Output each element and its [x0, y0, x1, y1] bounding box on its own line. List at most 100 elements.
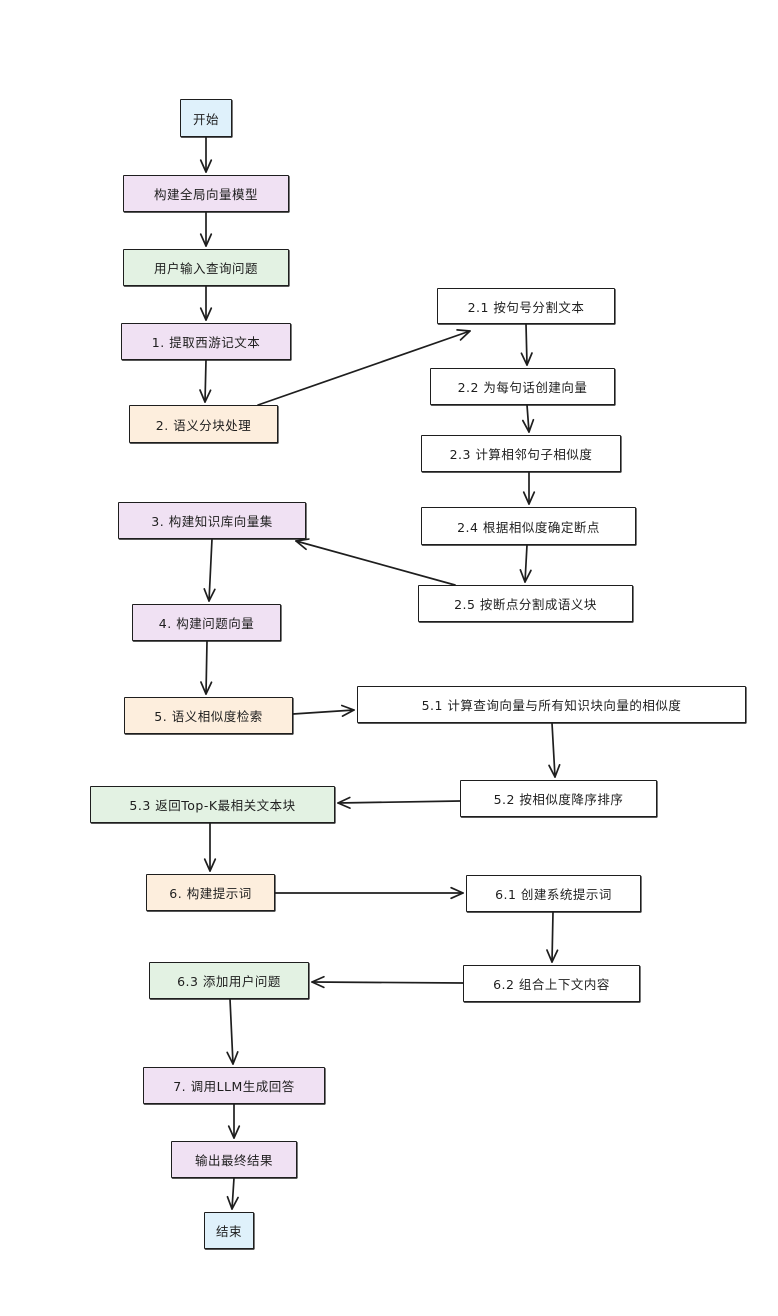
arrowhead-icon: [203, 858, 217, 872]
edge-s1-to-s2: [199, 359, 212, 403]
edge-line: [229, 998, 234, 1065]
arrowhead-icon: [519, 569, 532, 583]
edge-s2_5-to-s3: [295, 538, 456, 586]
arrowhead-icon: [199, 159, 213, 173]
node-compute-adjacent-similarity[interactable]: 2.3 计算相邻句子相似度: [421, 435, 621, 472]
arrowhead-icon: [199, 233, 213, 247]
arrowhead-icon: [450, 886, 464, 900]
node-label: 结束: [215, 1224, 242, 1239]
node-label: 6.1 创建系统提示词: [495, 887, 612, 902]
node-split-by-period[interactable]: 2.1 按句号分割文本: [437, 288, 615, 324]
edge-s5_2-to-s5_3: [337, 796, 461, 809]
node-call-llm[interactable]: 7. 调用LLM生成回答: [143, 1067, 325, 1104]
edge-s6_1-to-s6_2: [546, 911, 559, 963]
arrowhead-icon: [199, 307, 213, 321]
node-label: 5.2 按相似度降序排序: [493, 792, 624, 807]
node-extract-text[interactable]: 1. 提取西游记文本: [121, 323, 291, 360]
node-label: 4. 构建问题向量: [158, 616, 255, 631]
edge-line: [525, 323, 528, 366]
edge-line: [257, 330, 471, 406]
edge-output-to-end: [226, 1177, 239, 1210]
arrowhead-icon: [522, 491, 536, 505]
arrowhead-icon: [227, 1125, 241, 1139]
edge-s5_3-to-s6: [203, 822, 217, 872]
node-add-user-question[interactable]: 6.3 添加用户问题: [149, 962, 309, 999]
node-label: 2.4 根据相似度确定断点: [457, 519, 600, 535]
arrowhead-icon: [200, 681, 213, 695]
node-create-sentence-vectors[interactable]: 2.2 为每句话创建向量: [430, 368, 615, 405]
edge-s5-to-s5_1: [292, 704, 355, 717]
edge-s2_4-to-s2_5: [519, 544, 532, 583]
arrowhead-icon: [311, 975, 325, 989]
node-label: 5.3 返回Top-K最相关文本块: [129, 798, 296, 813]
node-label: 开始: [192, 111, 219, 127]
edge-s7-to-output: [227, 1103, 241, 1139]
arrowhead-icon: [546, 949, 559, 963]
arrowhead-icon: [295, 538, 310, 551]
node-compute-query-similarity[interactable]: 5.1 计算查询向量与所有知识块向量的相似度: [357, 686, 746, 723]
edge-global_model-to-user_query: [199, 211, 213, 247]
edge-s2-to-s2_1: [257, 329, 471, 406]
arrowhead-icon: [456, 329, 471, 341]
node-sort-by-similarity[interactable]: 5.2 按相似度降序排序: [460, 780, 657, 817]
node-create-system-prompt[interactable]: 6.1 创建系统提示词: [466, 875, 641, 912]
edge-line: [208, 538, 213, 602]
arrowhead-icon: [548, 764, 561, 778]
node-label: 2.3 计算相邻句子相似度: [449, 447, 593, 462]
edge-s6-to-s6_1: [274, 886, 464, 900]
arrowhead-icon: [226, 1051, 239, 1065]
edge-s6_3-to-s7: [226, 998, 239, 1065]
node-label: 2.1 按句号分割文本: [467, 299, 585, 315]
edge-line: [295, 540, 456, 586]
node-semantic-similarity-search[interactable]: 5. 语义相似度检索: [124, 697, 293, 734]
edge-line: [551, 911, 554, 963]
edge-s3-to-s4: [203, 538, 216, 602]
node-end[interactable]: 结束: [204, 1212, 254, 1249]
node-label: 3. 构建知识库向量集: [151, 514, 273, 529]
edge-line: [231, 1177, 235, 1210]
node-semantic-chunking[interactable]: 2. 语义分块处理: [129, 405, 278, 443]
edge-line: [337, 800, 461, 804]
arrowhead-icon: [340, 704, 355, 717]
node-label: 6. 构建提示词: [169, 886, 252, 901]
edge-user_query-to-s1: [199, 285, 213, 321]
node-label: 1. 提取西游记文本: [151, 335, 261, 350]
edge-s2_2-to-s2_3: [521, 404, 535, 433]
node-label: 6.2 组合上下文内容: [493, 977, 610, 992]
edge-line: [311, 981, 464, 984]
node-return-top-k[interactable]: 5.3 返回Top-K最相关文本块: [90, 786, 335, 823]
arrowhead-icon: [203, 588, 216, 602]
edge-line: [524, 544, 528, 583]
edge-line: [526, 404, 530, 433]
arrowhead-icon: [337, 796, 351, 809]
node-label: 用户输入查询问题: [153, 261, 258, 276]
node-combine-context[interactable]: 6.2 组合上下文内容: [463, 965, 640, 1002]
node-label: 5.1 计算查询向量与所有知识块向量的相似度: [421, 698, 682, 713]
arrowhead-icon: [226, 1195, 239, 1210]
node-label: 输出最终结果: [194, 1153, 273, 1168]
node-build-question-vector[interactable]: 4. 构建问题向量: [132, 604, 281, 641]
node-user-input-query[interactable]: 用户输入查询问题: [123, 249, 289, 286]
node-label: 2.2 为每句话创建向量: [457, 380, 588, 395]
node-label: 构建全局向量模型: [153, 187, 258, 202]
node-output-result[interactable]: 输出最终结果: [171, 1141, 297, 1178]
node-label: 6.3 添加用户问题: [177, 974, 281, 989]
node-label: 2.5 按断点分割成语义块: [454, 597, 597, 612]
arrowhead-icon: [199, 389, 212, 403]
node-start[interactable]: 开始: [180, 99, 232, 137]
node-build-prompt[interactable]: 6. 构建提示词: [146, 874, 275, 911]
node-build-global-vector-model[interactable]: 构建全局向量模型: [123, 175, 289, 212]
edge-line: [292, 709, 355, 715]
arrowhead-icon: [520, 352, 533, 366]
node-label: 5. 语义相似度检索: [154, 709, 263, 724]
edge-line: [204, 359, 207, 403]
node-build-knowledge-vectors[interactable]: 3. 构建知识库向量集: [118, 502, 306, 539]
node-split-into-semantic-chunks[interactable]: 2.5 按断点分割成语义块: [418, 585, 633, 622]
edge-s2_1-to-s2_2: [520, 323, 533, 366]
arrowhead-icon: [521, 418, 535, 433]
node-determine-breakpoints[interactable]: 2.4 根据相似度确定断点: [421, 507, 636, 545]
edge-line: [551, 722, 556, 778]
edge-line: [205, 640, 208, 695]
